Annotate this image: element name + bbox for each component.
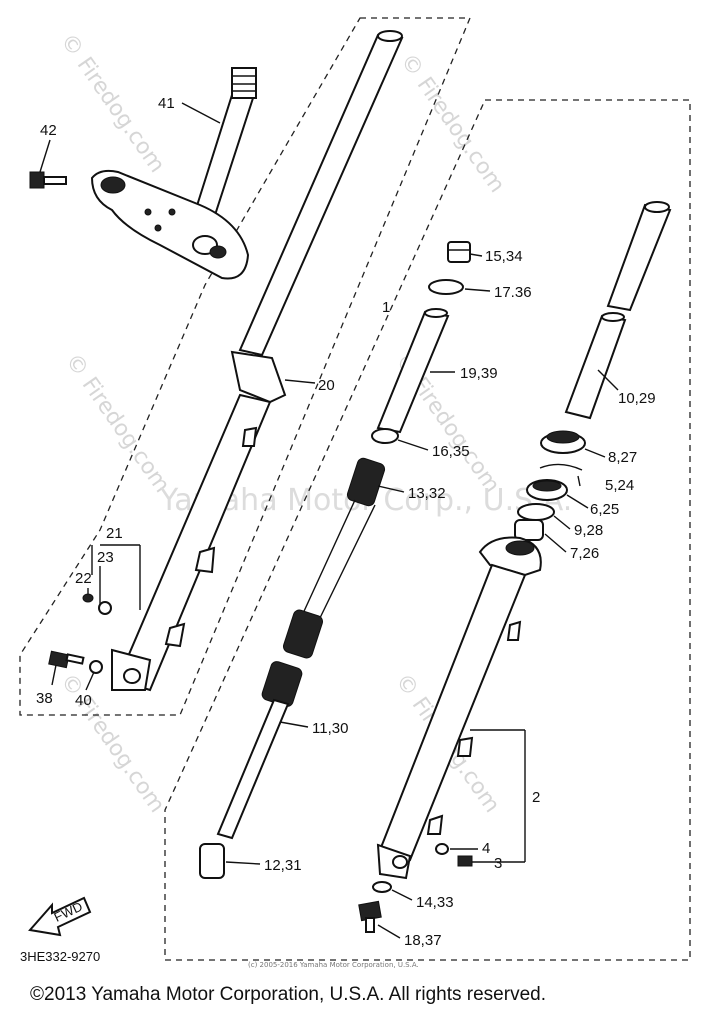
watermark: © Firedog.com bbox=[395, 49, 509, 197]
inner-tube bbox=[564, 201, 672, 420]
callout-42: 42 bbox=[40, 122, 57, 139]
slide-bushing bbox=[514, 519, 544, 541]
callout-11-30: 11,30 bbox=[312, 720, 348, 737]
callout-5-24: 5,24 bbox=[605, 477, 634, 494]
left-small-parts bbox=[48, 593, 112, 674]
callout-22: 22 bbox=[75, 570, 92, 587]
right-fork-group-outline bbox=[164, 99, 691, 961]
callout-1: 1 bbox=[382, 299, 390, 316]
drawing-number: 3HE332-9270 bbox=[20, 949, 100, 964]
spacer bbox=[376, 308, 450, 434]
retaining-clip bbox=[539, 463, 583, 471]
leader-lines bbox=[39, 102, 619, 939]
callout-8-27: 8,27 bbox=[608, 449, 637, 466]
right-small-parts bbox=[358, 843, 473, 933]
callout-40: 40 bbox=[75, 692, 92, 709]
dust-seal bbox=[540, 430, 586, 454]
callout-2: 2 bbox=[532, 789, 540, 806]
callout-7-26: 7,26 bbox=[570, 545, 599, 562]
outer-tube bbox=[376, 536, 542, 880]
damper-rod bbox=[216, 661, 303, 840]
copyright-footer: ©2013 Yamaha Motor Corporation, U.S.A. A… bbox=[30, 984, 546, 1005]
callout-3: 3 bbox=[494, 855, 502, 872]
callout-9-28: 9,28 bbox=[574, 522, 603, 539]
left-fork-group-outline bbox=[19, 17, 471, 716]
callout-4: 4 bbox=[482, 840, 490, 857]
callout-6-25: 6,25 bbox=[590, 501, 619, 518]
callout-13-32: 13,32 bbox=[408, 485, 446, 502]
bolt-42 bbox=[29, 171, 67, 189]
callout-14-33: 14,33 bbox=[416, 894, 454, 911]
fine-print: (c) 2005-2016 Yamaha Motor Corporation, … bbox=[248, 961, 419, 969]
left-fork-tube bbox=[111, 30, 404, 692]
callout-18-37: 18,37 bbox=[404, 932, 442, 949]
callout-20: 20 bbox=[318, 377, 335, 394]
callout-15-34: 15,34 bbox=[485, 248, 523, 265]
callout-10-29: 10,29 bbox=[618, 390, 656, 407]
seal-washer bbox=[517, 503, 555, 521]
watermark: © Firedog.com bbox=[60, 349, 174, 497]
callout-38: 38 bbox=[36, 690, 53, 707]
callout-21: 21 bbox=[106, 525, 123, 542]
oil-lock-piece bbox=[199, 843, 225, 879]
watermark: © Firedog.com bbox=[55, 29, 169, 177]
oil-seal bbox=[526, 479, 568, 501]
callout-23: 23 bbox=[97, 549, 114, 566]
fwd-arrow-icon: FWD bbox=[28, 896, 92, 937]
fork-spring bbox=[282, 457, 386, 659]
o-ring bbox=[428, 279, 464, 295]
callout-19-39: 19,39 bbox=[460, 365, 498, 382]
washer bbox=[371, 428, 399, 444]
callout-16-35: 16,35 bbox=[432, 443, 470, 460]
cap-bolt bbox=[447, 241, 471, 263]
watermark: © Firedog.com bbox=[55, 669, 169, 817]
callout-41: 41 bbox=[158, 95, 175, 112]
callout-17-36: 17.36 bbox=[494, 284, 532, 301]
callout-12-31: 12,31 bbox=[264, 857, 302, 874]
steering-stem-assembly bbox=[90, 67, 257, 280]
